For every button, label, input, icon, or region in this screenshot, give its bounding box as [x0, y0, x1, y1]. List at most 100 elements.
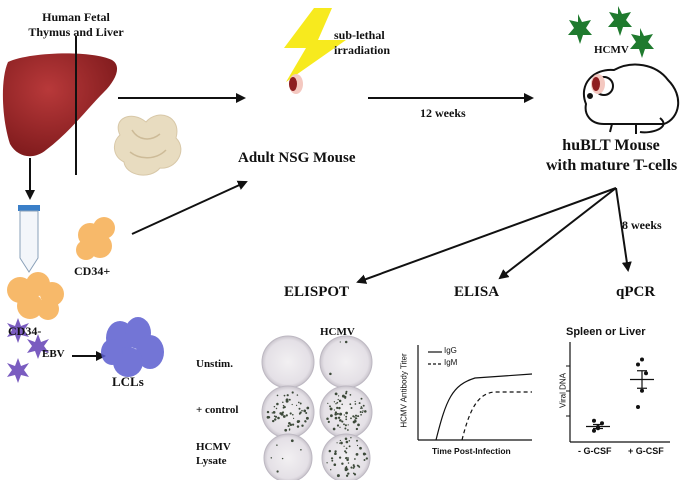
elispot-spot [352, 420, 356, 424]
elispot-spot [277, 416, 280, 420]
elispot-spot [333, 463, 337, 467]
elispot-spot [266, 410, 270, 414]
liver-graphic [2, 36, 118, 175]
elispot-spot [360, 397, 363, 400]
elispot-spot [350, 466, 353, 469]
elispot-spot [301, 424, 304, 427]
elispot-wells [261, 335, 373, 480]
elispot-spot [281, 411, 284, 414]
elispot-spot [354, 458, 356, 460]
elispot-spot [359, 407, 362, 409]
elispot-spot [336, 424, 340, 427]
elispot-spot [266, 415, 270, 419]
elispot-spot [359, 410, 362, 414]
qpcr-title: Spleen or Liver [566, 326, 646, 338]
elispot-spot [296, 425, 300, 428]
elispot-spot [338, 406, 341, 410]
elispot-spot [276, 444, 278, 446]
elispot-spot [288, 398, 291, 401]
elispot-spot [335, 403, 337, 405]
elispot-spot [299, 411, 302, 414]
elispot-spot [327, 402, 329, 405]
qpcr-point [592, 428, 596, 433]
qpcr-tick-minus-gcsf: - G-CSF [578, 446, 612, 456]
cd34-positive-cells [76, 217, 115, 260]
elispot-spot [362, 404, 365, 407]
elispot-spot [287, 424, 290, 428]
arrow-to-elispot [356, 187, 617, 284]
elispot-spot [344, 424, 347, 427]
elispot-spot [336, 406, 339, 410]
donor-label-line1: Human Fetal [42, 10, 110, 24]
irradiation-label-line1: sub-lethal [334, 28, 385, 42]
elispot-spot [345, 440, 349, 444]
elispot-spot [365, 457, 368, 460]
elispot-spot [364, 410, 367, 413]
elispot-spot [282, 415, 286, 418]
elispot-spot [360, 413, 362, 416]
elispot-spot [334, 413, 338, 416]
thymus-graphic [114, 114, 182, 176]
elispot-spot [290, 439, 294, 443]
elispot-spot [345, 415, 348, 418]
elispot-spot [285, 398, 289, 402]
elispot-spot [298, 420, 301, 423]
elispot-spot [331, 459, 334, 462]
elispot-spot [288, 429, 291, 431]
elispot-spot [301, 409, 303, 412]
qpcr-scatter-chart [566, 342, 670, 443]
elispot-spot [350, 417, 352, 420]
elispot-spot [347, 457, 350, 459]
elispot-spot [361, 407, 363, 409]
ebv-virus-icons [7, 318, 49, 383]
elispot-spot [357, 465, 359, 467]
elispot-spot [353, 416, 356, 418]
elispot-spot [345, 411, 348, 415]
elisa-xlabel: Time Post-Infection [432, 446, 511, 456]
ebv-label: EBV [42, 348, 65, 360]
elispot-spot [349, 403, 352, 406]
elispot-spot [329, 405, 331, 408]
qpcr-tick-plus-gcsf: + G-CSF [628, 446, 664, 456]
elispot-spot [352, 472, 355, 475]
eight-weeks-label: 8 weeks [622, 218, 662, 232]
elispot-spot [358, 402, 361, 405]
elispot-spot [337, 398, 339, 401]
elispot-row-unstim: Unstim. [196, 358, 233, 370]
hublt-label-line2: with mature T-cells [546, 157, 678, 174]
elispot-spot [350, 437, 352, 439]
elispot-spot [341, 420, 344, 423]
elispot-spot [303, 409, 307, 413]
igm-curve [461, 391, 532, 441]
cd34-positive-label: CD34+ [74, 264, 111, 278]
elispot-spot [273, 418, 277, 421]
elispot-spot [300, 448, 302, 451]
elispot-spot [276, 470, 279, 473]
adult-nsg-mouse-label: Adult NSG Mouse [238, 150, 356, 166]
elispot-spot [282, 406, 285, 409]
elispot-row-lysate-line1: HCMV [196, 441, 231, 453]
elispot-spot [363, 459, 366, 461]
donor-label: Human Fetal Thymus and Liver [14, 10, 138, 40]
elispot-spot [343, 414, 345, 416]
elispot-spot [339, 426, 341, 428]
elispot-spot [330, 457, 334, 460]
irradiation-label-line2: irradiation [334, 43, 390, 57]
elispot-spot [284, 428, 288, 432]
elispot-spot [334, 452, 337, 456]
qpcr-ylabel: Viral DNA [558, 373, 568, 408]
elispot-spot [272, 419, 275, 423]
elispot-spot [339, 442, 341, 444]
elispot-spot [353, 465, 356, 468]
irradiation-lightning-icon [284, 8, 346, 82]
elispot-spot [333, 401, 336, 403]
hublt-label-line1: huBLT Mouse [562, 137, 660, 154]
elispot-spot [346, 458, 349, 462]
elispot-spot [362, 410, 364, 412]
elispot-spot [273, 405, 276, 408]
elispot-spot [355, 417, 358, 420]
elispot-spot [358, 466, 361, 468]
elispot-spot [291, 403, 293, 406]
